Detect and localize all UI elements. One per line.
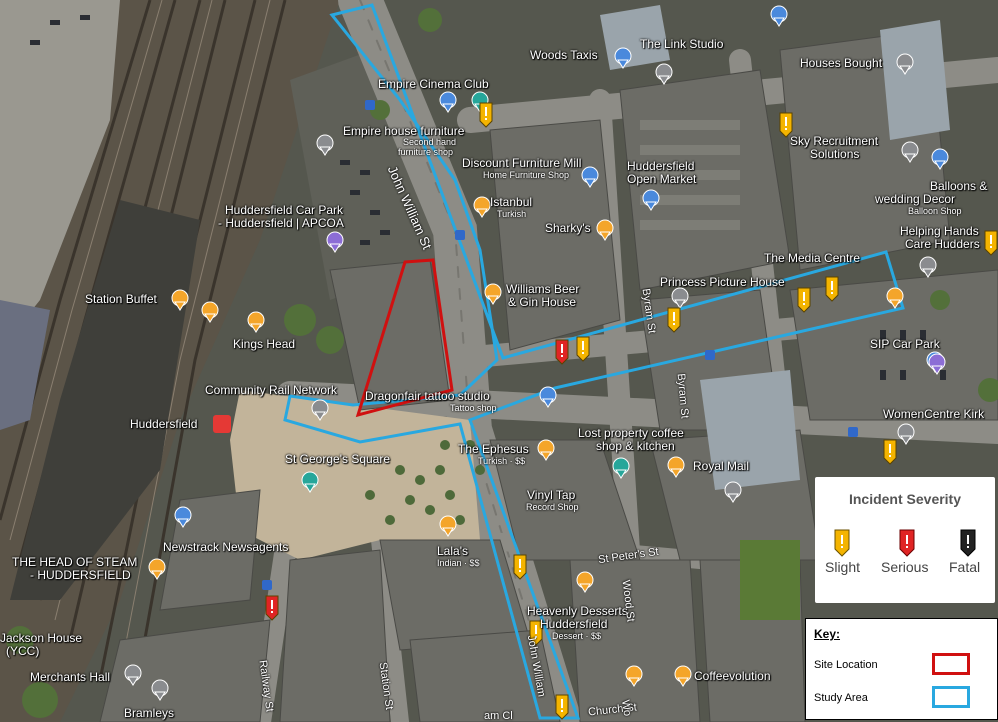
label-the-ephesus: The Ephesus (458, 442, 529, 456)
label-gin-house: & Gin House (508, 295, 577, 309)
label-sip-car-park: SIP Car Park (870, 337, 940, 351)
label-sky-recruitment: Sky Recruitment (790, 134, 879, 148)
incident-slight (825, 276, 839, 302)
legend-serious-label: Serious (881, 559, 929, 575)
sublabel-balloon-shop: Balloon Shop (908, 206, 962, 216)
label-royal-mail: Royal Mail (693, 459, 750, 473)
key-study-area-label: Study Area (814, 692, 868, 704)
label-vinyl-tap: Vinyl Tap (527, 488, 576, 502)
sublabel-second-hand: Second hand (403, 137, 457, 147)
label-jackson-house: Jackson House (0, 631, 83, 645)
label-empire-house-furniture: Empire house furniture (343, 124, 465, 138)
label-bramleys: Bramleys (124, 706, 175, 720)
sublabel-turkish-ss: Turkish · $$ (478, 456, 526, 466)
label-princess-picture-house: Princess Picture House (660, 275, 785, 289)
site-location-boundary (355, 258, 454, 418)
study-area-boundary (283, 3, 905, 720)
label-heavenly-desserts: Heavenly Desserts (527, 604, 628, 618)
label-williams-beer: Williams Beer (506, 282, 580, 296)
incident-slight (513, 554, 527, 580)
incident-slight (883, 439, 897, 465)
study-area-swatch (932, 686, 970, 708)
sublabel-record-shop: Record Shop (526, 502, 579, 512)
label-kings-head: Kings Head (233, 337, 296, 351)
legend-fatal-label: Fatal (949, 559, 981, 575)
label-wedding-decor: wedding Decor (875, 192, 956, 206)
label-womencentre: WomenCentre Kirk (883, 407, 985, 421)
incident-slight (479, 102, 493, 128)
sublabel-home-furniture-shop: Home Furniture Shop (483, 170, 570, 180)
label-helping-hands: Helping Hands (900, 224, 979, 238)
incident-slight (555, 694, 569, 720)
label-balloons: Balloons & (930, 179, 988, 193)
label-open-market: Open Market (627, 172, 697, 186)
legend-severity-title: Incident Severity (848, 491, 962, 507)
label-jackson-house-ycc: (YCC) (6, 644, 40, 658)
incident-serious (555, 339, 569, 365)
legend-slight-label: Slight (825, 559, 861, 575)
label-st-georges-square: St George's Square (285, 452, 391, 466)
label-community-rail-network: Community Rail Network (205, 383, 338, 397)
incident-serious (265, 595, 279, 621)
label-media-centre: The Media Centre (764, 251, 861, 265)
label-empire-cinema-club: Empire Cinema Club (378, 77, 489, 91)
key-title: Key: (814, 627, 841, 641)
label-lalas: Lala's (437, 544, 468, 558)
sublabel-furniture-shop: furniture shop (398, 147, 454, 157)
label-merchants-hall: Merchants Hall (30, 670, 111, 684)
street-fragment-wo: Wo (619, 699, 634, 717)
site-location-swatch (932, 653, 970, 675)
label-head-of-steam-huddersfield: - HUDDERSFIELD (30, 568, 131, 582)
label-station-buffet: Station Buffet (85, 292, 157, 306)
key-legend: Key: Site Location Study Area (805, 618, 998, 720)
label-dragonfair-tattoo: Dragonfair tattoo studio (365, 389, 490, 403)
incident-slight (576, 336, 590, 362)
label-sharkys: Sharky's (545, 221, 591, 235)
incident-slight (797, 287, 811, 313)
incident-slight (984, 230, 998, 256)
label-heavenly-huddersfield: Huddersfield (540, 617, 608, 631)
label-car-park-apcoa: - Huddersfield | APCOA (218, 216, 344, 230)
label-solutions: Solutions (810, 147, 860, 161)
label-head-of-steam: THE HEAD OF STEAM (12, 555, 138, 569)
label-woods-taxis: Woods Taxis (530, 48, 598, 62)
incident-severity-legend: Incident Severity Slight Serious Fatal (815, 477, 995, 603)
sublabel-turkish: Turkish (497, 209, 527, 219)
label-the-link-studio: The Link Studio (640, 37, 724, 51)
label-car-park: Huddersfield Car Park (225, 203, 344, 217)
label-huddersfield-station: Huddersfield (130, 417, 198, 431)
key-site-location-label: Site Location (814, 659, 878, 671)
label-care-hudders: Care Hudders (905, 237, 980, 251)
label-newstrack-newsagents: Newstrack Newsagents (163, 540, 289, 554)
legend-severity-icons (834, 529, 976, 557)
label-houses-bought: Houses Bought (800, 56, 883, 70)
label-lost-property: Lost property coffee (578, 426, 684, 440)
sublabel-tattoo-shop: Tattoo shop (450, 403, 497, 413)
label-istanbul: Istanbul (490, 195, 533, 209)
sublabel-dessert-ss: Dessert · $$ (552, 631, 602, 641)
label-discount-furniture-mill: Discount Furniture Mill (462, 156, 582, 170)
label-huddersfield-market: Huddersfield (627, 159, 695, 173)
sublabel-indian-ss: Indian · $$ (437, 558, 480, 568)
street-fragment-am-cl: am Cl (484, 710, 513, 722)
label-coffeevolution: Coffeevolution (694, 669, 771, 683)
incident-slight (667, 307, 681, 333)
label-lost-property-kitchen: shop & kitchen (596, 439, 675, 453)
